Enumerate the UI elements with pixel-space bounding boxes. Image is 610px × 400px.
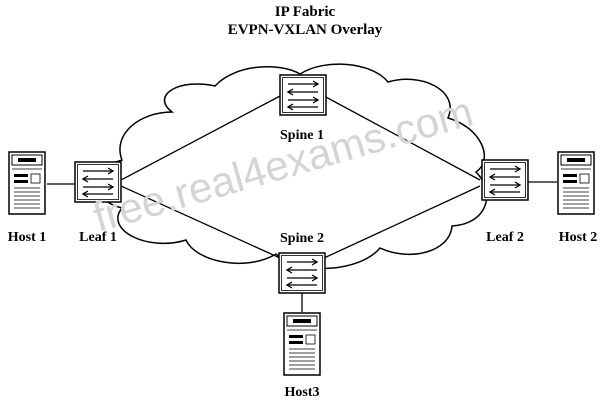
spine2-label: Spine 2 bbox=[280, 231, 324, 246]
leaf2-label: Leaf 2 bbox=[486, 230, 524, 245]
link-leaf2-spine2 bbox=[323, 185, 481, 259]
diagram-title: IP Fabric bbox=[275, 4, 336, 20]
link-leaf2-spine1 bbox=[323, 95, 481, 181]
cloud-icon bbox=[97, 63, 488, 270]
host3-server-icon bbox=[283, 312, 321, 376]
host2-server-icon bbox=[557, 151, 595, 215]
link-leaf1-spine2 bbox=[120, 185, 281, 259]
host3-label: Host3 bbox=[285, 385, 320, 400]
spine1-switch-icon bbox=[279, 74, 327, 116]
spine2-switch-icon bbox=[278, 252, 326, 294]
links bbox=[47, 95, 557, 312]
host1-label: Host 1 bbox=[8, 230, 47, 245]
spine1-label: Spine 1 bbox=[280, 128, 324, 143]
host2-label: Host 2 bbox=[559, 230, 598, 245]
diagram-subtitle: EVPN-VXLAN Overlay bbox=[228, 22, 383, 38]
leaf1-label: Leaf 1 bbox=[79, 230, 117, 245]
link-leaf1-spine1 bbox=[120, 95, 281, 181]
host1-server-icon bbox=[8, 151, 46, 215]
leaf2-switch-icon bbox=[481, 159, 529, 201]
